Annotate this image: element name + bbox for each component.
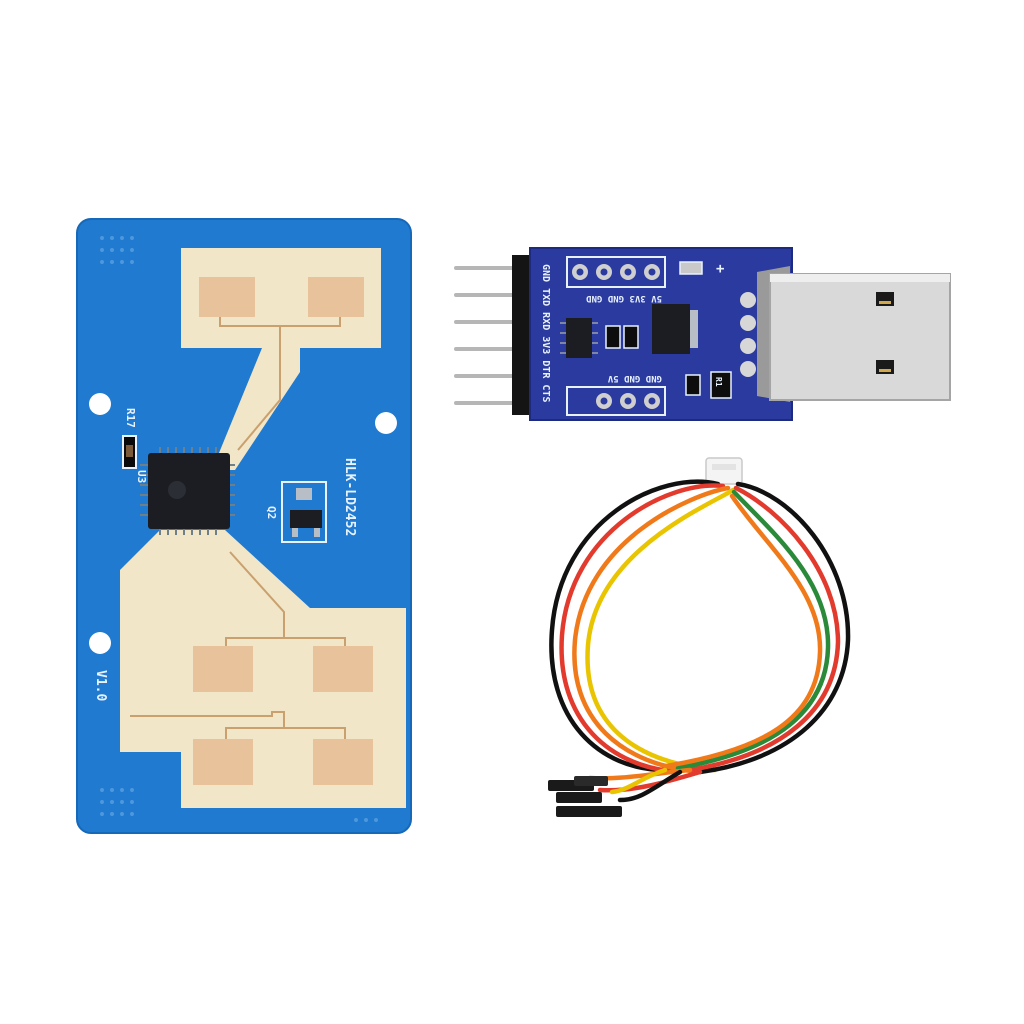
bottom-pin-labels: GND GND 5V [607, 373, 662, 383]
bottom-header-holes [566, 386, 666, 416]
top-pin-labels: 5V 3V3 GND GND [586, 293, 662, 303]
board-version-label: V1.0 [93, 670, 108, 701]
plus-mark: + [716, 261, 724, 277]
top-header-holes [566, 256, 666, 288]
transistor-icon [281, 481, 327, 543]
tx-antenna [181, 248, 381, 470]
jumper-cable [548, 457, 851, 817]
r17-label: R17 [124, 408, 137, 428]
usb-a-plug [757, 266, 951, 402]
chip-icon [140, 447, 235, 535]
radar-module-board: HLK-LD2452 V1.0 U3 R17 Q2 [76, 218, 412, 834]
r1-label: R1 [714, 377, 723, 387]
q2-label: Q2 [265, 506, 278, 519]
mounting-hole-icon [89, 393, 111, 415]
pin-header-label: GND TXD RXD 3V3 DTR CTS [540, 264, 551, 402]
via-cluster [100, 236, 378, 822]
pin-header [454, 255, 534, 415]
uart-chip-icon [566, 318, 592, 358]
mounting-hole-icon [375, 412, 397, 434]
regulator-chip-icon [652, 304, 690, 354]
mounting-hole-icon [89, 632, 111, 654]
board-model-label: HLK-LD2452 [342, 458, 357, 536]
u3-label: U3 [135, 470, 148, 483]
rx-antenna [120, 530, 406, 808]
jst-connector-icon [705, 457, 743, 485]
usb-uart-adapter: GND TXD RXD 3V3 DTR CTS 5V 3V3 GND GND G… [454, 247, 951, 421]
dupont-terminal-icon [548, 776, 622, 817]
